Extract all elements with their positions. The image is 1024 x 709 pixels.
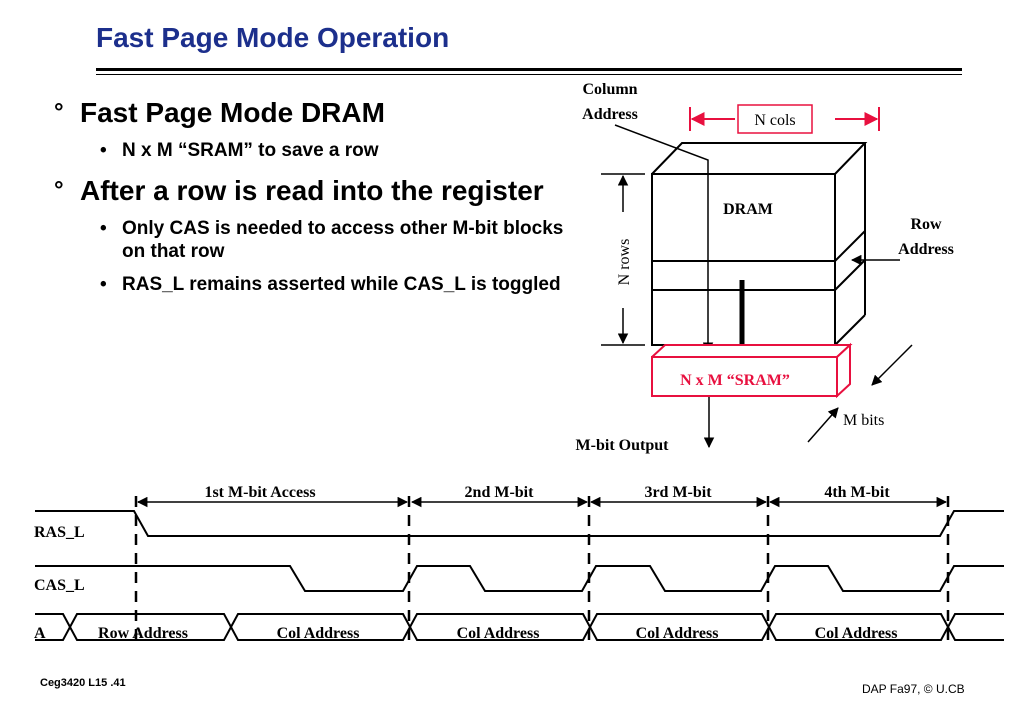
sub-bullet-marker: • (100, 274, 107, 295)
column-address-label-line1: Column (582, 81, 637, 98)
title-rule-thick (96, 68, 962, 71)
bullet-2-sub-1-text: Only CAS is needed to access other M-bit… (122, 218, 564, 262)
n-cols-box (737, 104, 813, 134)
interval-1-label: 1st M-bit Access (204, 484, 315, 501)
timing-diagram: 1st M-bit Access 2nd M-bit 3rd M-bit 4th… (34, 484, 1004, 645)
column-address-label-line2: Address (582, 106, 638, 123)
cube-row-edge-2 (834, 259, 866, 291)
m-bits-label: M bits (843, 412, 884, 429)
cube-bottom-edge (834, 314, 866, 346)
cube-row-edge-1 (834, 230, 866, 262)
m-bits-arrow-top (871, 344, 913, 386)
address-cell-col-1: Col Address (277, 625, 360, 642)
title-rule-thin (96, 74, 962, 75)
bullet-2-sub-2-text: RAS_L remains asserted while CAS_L is to… (122, 274, 561, 295)
bullet-2-sub-1: • Only CAS is needed to access other M-b… (100, 217, 570, 263)
bullet-2-sub-2: • RAS_L remains asserted while CAS_L is … (100, 273, 570, 296)
dram-label: DRAM (723, 201, 773, 218)
cube-top-face (651, 142, 868, 175)
bullet-2-marker: ° (54, 177, 64, 204)
ras-waveform (35, 510, 1004, 537)
bullet-1: ° Fast Page Mode DRAM (50, 98, 570, 127)
bullet-list: ° Fast Page Mode DRAM • N x M “SRAM” to … (50, 98, 570, 306)
column-address-arrow (614, 124, 714, 354)
n-rows-label: N rows (616, 239, 633, 286)
address-cell-row: Row Address (98, 625, 188, 642)
bullet-1-sub-1-text: N x M “SRAM” to save a row (122, 140, 379, 161)
slide-title: Fast Page Mode Operation (96, 22, 450, 53)
sram-register (651, 356, 838, 397)
footer-course-id: Ceg3420 L15 .41 (40, 677, 126, 689)
address-cell-col-2: Col Address (457, 625, 540, 642)
sram-top-face (651, 344, 853, 358)
bullet-2: ° After a row is read into the register (50, 176, 570, 205)
m-bit-output-label: M-bit Output (576, 437, 670, 454)
dram-diagram: Column Address N cols DRAM Row Address (576, 81, 954, 454)
signal-cas-label: CAS_L (34, 577, 85, 594)
bullet-2-text: After a row is read into the register (80, 175, 544, 206)
sub-bullet-marker: • (100, 218, 107, 239)
sub-bullet-marker: • (100, 140, 107, 161)
n-cols-label: N cols (754, 112, 795, 129)
address-cell-col-3: Col Address (636, 625, 719, 642)
interval-4-label: 4th M-bit (824, 484, 890, 501)
bullet-1-text: Fast Page Mode DRAM (80, 97, 385, 128)
sram-label: N x M “SRAM” (680, 372, 790, 389)
row-address-label-line2: Address (898, 241, 954, 258)
row-address-label-line1: Row (910, 216, 942, 233)
footer-copyright: DAP Fa97, © U.CB (862, 682, 965, 696)
address-cell-col-4: Col Address (815, 625, 898, 642)
bullet-1-marker: ° (54, 99, 64, 126)
m-bits-arrow-bottom (807, 407, 839, 443)
interval-3-label: 3rd M-bit (644, 484, 712, 501)
address-bus (35, 613, 1004, 641)
cas-waveform (35, 565, 1004, 592)
bullet-1-sub-1: • N x M “SRAM” to save a row (100, 139, 570, 162)
interval-2-label: 2nd M-bit (465, 484, 535, 501)
signal-ras-label: RAS_L (34, 524, 85, 541)
signal-address-label: A (34, 625, 46, 642)
